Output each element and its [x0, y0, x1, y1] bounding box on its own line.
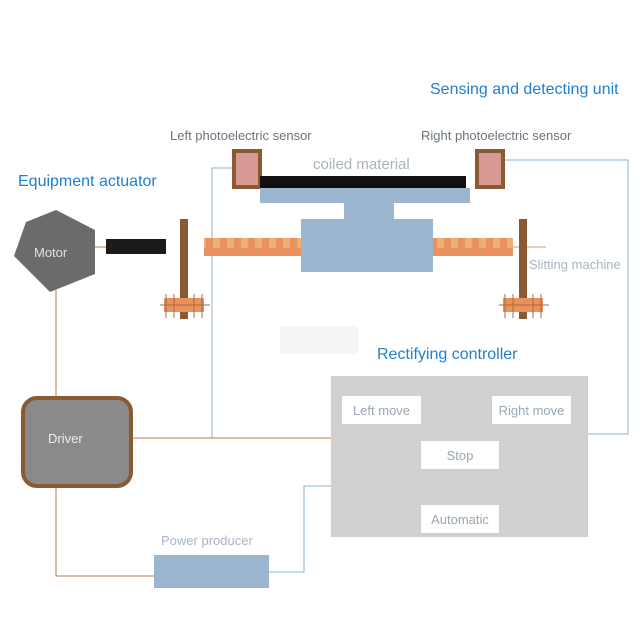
motor-shaft	[106, 239, 166, 254]
slitting-machine-label: Slitting machine	[529, 257, 621, 272]
sensing-unit-heading: Sensing and detecting unit	[430, 81, 619, 98]
left-sensor-label: Left photoelectric sensor	[170, 128, 312, 143]
driver-power-wire	[55, 486, 154, 577]
power-wires	[55, 246, 331, 577]
right-sensor-wire	[503, 159, 629, 435]
equipment-actuator-heading: Equipment actuator	[18, 173, 157, 190]
right-move-button[interactable]: Right move	[492, 396, 571, 424]
stop-button[interactable]: Stop	[421, 441, 499, 469]
left-support	[160, 219, 210, 319]
power-to-controller-wire	[269, 485, 331, 573]
left-sensor-wire	[211, 167, 234, 438]
power-producer-box	[154, 555, 269, 588]
faint-placeholder-box	[280, 326, 358, 354]
automatic-button[interactable]: Automatic	[421, 505, 499, 533]
coiled-material-strip	[260, 176, 466, 188]
coiled-material-label: coiled material	[313, 156, 410, 173]
right-support	[499, 219, 549, 319]
driver-label: Driver	[48, 431, 83, 446]
coiled-material-base	[260, 188, 470, 203]
driver-box	[21, 396, 133, 488]
left-move-button[interactable]: Left move	[342, 396, 421, 424]
left-rack	[204, 238, 301, 256]
signal-wires	[211, 159, 629, 573]
right-sensor-label: Right photoelectric sensor	[421, 128, 572, 143]
right-sensor	[475, 149, 505, 189]
center-post	[344, 203, 394, 219]
motor-label: Motor	[34, 245, 68, 260]
power-producer-label: Power producer	[161, 533, 253, 548]
rectifying-controller-heading: Rectifying controller	[377, 346, 518, 363]
left-sensor	[232, 149, 262, 189]
right-rack	[433, 238, 513, 256]
motor-shape	[14, 210, 95, 292]
slitting-carriage	[301, 219, 433, 272]
